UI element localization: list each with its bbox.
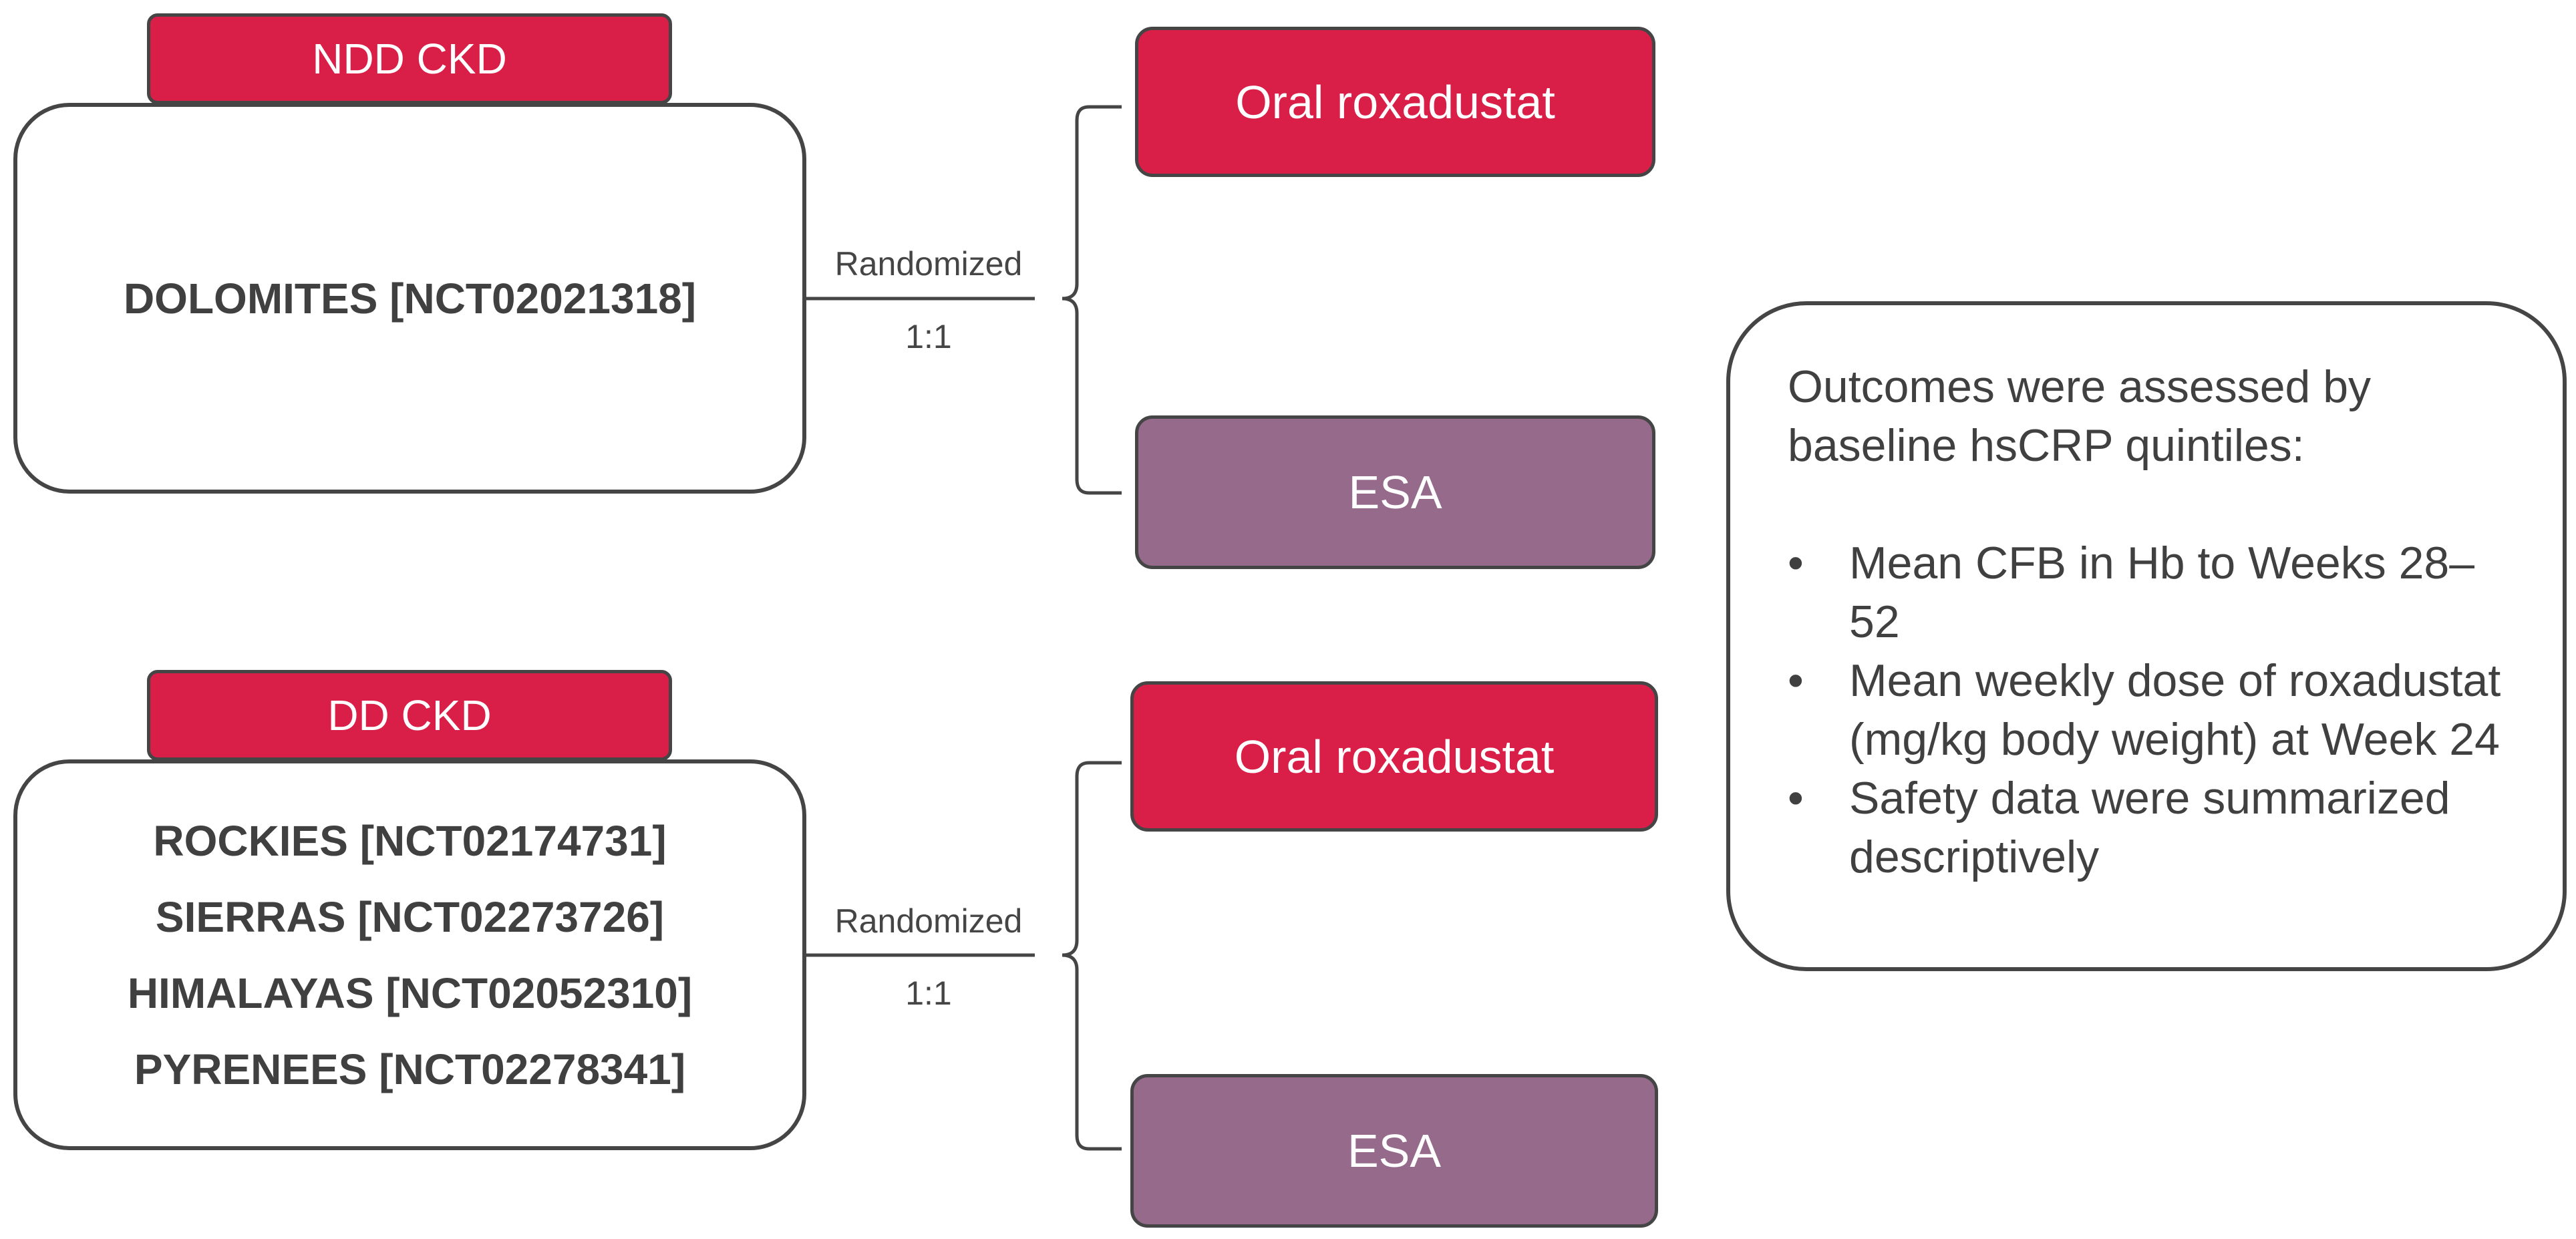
bullet-glyph: • [1788, 655, 1804, 706]
ndd-trial-box: DOLOMITES [NCT02021318] [13, 103, 806, 494]
outcomes-list: • Mean CFB in Hb to Weeks 28–52 • Mean w… [1788, 534, 2516, 886]
dd-arm-oral-roxadustat-label: Oral roxadustat [1234, 730, 1555, 783]
ndd-arm-oral-roxadustat-label: Oral roxadustat [1235, 75, 1555, 128]
trial-name-dolomites: DOLOMITES [NCT02021318] [123, 274, 697, 323]
dd-trial-box: ROCKIES [NCT02174731] SIERRAS [NCT022737… [13, 759, 806, 1150]
outcome-item-text: Mean CFB in Hb to Weeks 28–52 [1849, 538, 2475, 647]
bullet-glyph: • [1788, 538, 1804, 588]
outcome-item: • Mean weekly dose of roxadustat (mg/kg … [1788, 651, 2516, 769]
ndd-bracket [1062, 105, 1122, 495]
ndd-randomized-label: Randomized [834, 245, 1023, 283]
trial-name-pyrenees: PYRENEES [NCT02278341] [134, 1045, 686, 1093]
ndd-arm-esa: ESA [1135, 415, 1655, 569]
outcomes-box: Outcomes were assessed by baseline hsCRP… [1726, 301, 2567, 971]
ndd-arm-oral-roxadustat: Oral roxadustat [1135, 27, 1655, 177]
trial-name-rockies: ROCKIES [NCT02174731] [153, 816, 667, 865]
outcome-item-text: Mean weekly dose of roxadustat (mg/kg bo… [1849, 655, 2501, 765]
dd-ckd-tag-text: DD CKD [327, 691, 492, 739]
dd-arm-oral-roxadustat: Oral roxadustat [1130, 681, 1658, 832]
dd-ckd-tag: DD CKD [147, 670, 672, 761]
outcome-item: • Mean CFB in Hb to Weeks 28–52 [1788, 534, 2516, 651]
dd-bracket [1062, 761, 1122, 1151]
trial-name-himalayas: HIMALAYAS [NCT02052310] [127, 968, 693, 1017]
trial-name-sierras: SIERRAS [NCT02273726] [155, 892, 665, 941]
outcomes-intro: Outcomes were assessed by baseline hsCRP… [1788, 361, 2372, 471]
dd-arm-esa: ESA [1130, 1074, 1658, 1228]
ndd-ckd-tag-text: NDD CKD [312, 35, 507, 83]
ndd-ratio-label: 1:1 [905, 318, 952, 355]
outcome-item: • Safety data were summarized descriptiv… [1788, 769, 2516, 886]
bullet-glyph: • [1788, 773, 1804, 824]
dd-ratio-label: 1:1 [905, 975, 952, 1012]
dd-randomized-label: Randomized [834, 902, 1023, 940]
dd-arm-esa-label: ESA [1347, 1125, 1442, 1177]
ndd-arm-esa-label: ESA [1348, 466, 1442, 518]
ndd-ckd-tag: NDD CKD [147, 13, 672, 104]
outcome-item-text: Safety data were summarized descriptivel… [1849, 773, 2450, 882]
